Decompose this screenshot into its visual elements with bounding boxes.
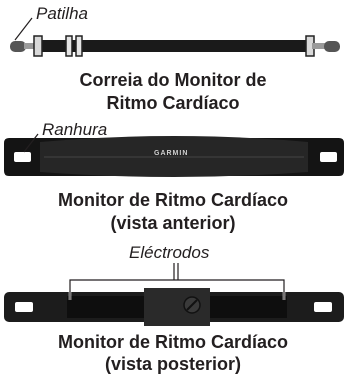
back-electrode-right [210,296,287,318]
front-callout-label: Ranhura [42,120,108,139]
back-caption-line-1: Monitor de Ritmo Cardíaco [57,332,288,352]
back-slot-left [15,302,33,312]
strap-hook-left [10,41,26,52]
front-view-illustration [4,133,344,177]
garmin-logo-text: GARMIN [154,150,189,157]
strap-callout-label: Patilha [36,4,88,23]
back-view-illustration [4,263,344,326]
strap-clip-left [33,35,43,57]
front-caption-line-2: (vista anterior) [110,213,236,233]
strap-illustration [10,17,340,57]
front-slot-left [14,152,31,162]
back-callout-label: Eléctrodos [129,243,210,262]
strap-band [38,40,310,52]
front-slot-right [320,152,337,162]
front-callout-leader [23,133,39,153]
electrodes-bracket [69,279,285,300]
back-slot-right [314,302,332,312]
strap-buckle-bar-a [65,35,73,57]
strap-caption-line-1: Correia do Monitor de [79,70,267,90]
strap-buckle-bar-b [75,35,83,57]
strap-caption-line-2: Ritmo Cardíaco [106,93,240,113]
strap-hook-neck-left [24,43,38,49]
back-caption-line-2: (vista posterior) [104,354,242,374]
back-electrode-left [67,296,144,318]
strap-hook-right [324,41,340,52]
strap-hook-neck-right [312,43,326,49]
strap-callout-leader [14,17,33,41]
battery-cover-slot [186,299,198,311]
front-caption-line-1: Monitor de Ritmo Cardíaco [57,190,288,210]
